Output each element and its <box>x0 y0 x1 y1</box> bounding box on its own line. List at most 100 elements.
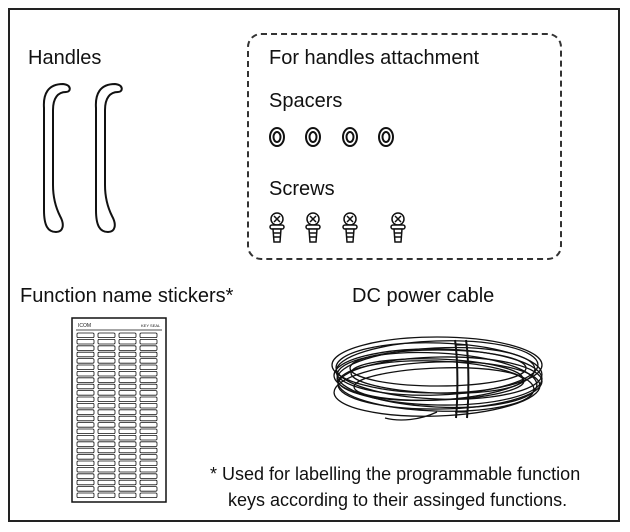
sticker-label-slot <box>139 466 158 473</box>
sticker-label-slot <box>139 409 158 415</box>
sticker-label-slot <box>97 447 116 454</box>
sticker-label-slot <box>118 338 137 345</box>
sticker-label-slot <box>76 383 95 390</box>
sticker-label-slot <box>76 454 95 460</box>
spacer-4 <box>378 127 394 147</box>
sticker-label-slot <box>118 486 137 492</box>
sticker-label-slot <box>76 351 95 358</box>
footnote-line-1: * Used for labelling the programmable fu… <box>210 464 581 484</box>
sticker-label-slot <box>97 338 116 345</box>
sticker-label-slot <box>118 460 137 466</box>
sticker-label-slot <box>139 415 158 422</box>
sticker-label-slot <box>139 428 158 434</box>
screw-2 <box>305 212 321 243</box>
sticker-label-slot <box>97 402 116 409</box>
sticker-label-slot <box>118 479 137 486</box>
spacer-1 <box>269 127 285 147</box>
sticker-label-slot <box>76 402 95 409</box>
handle-left <box>42 82 71 234</box>
sticker-label-slot <box>118 351 137 358</box>
sticker-label-slot <box>139 358 158 364</box>
sticker-label-slot <box>118 377 137 383</box>
sticker-label-slot <box>76 409 95 415</box>
sticker-label-slot <box>118 409 137 415</box>
sticker-label-slot <box>139 402 158 409</box>
sticker-label-slot <box>139 396 158 402</box>
sticker-label-slot <box>118 396 137 402</box>
sticker-label-slot <box>139 332 158 338</box>
sticker-label-slot <box>76 428 95 434</box>
sticker-label-slot <box>118 422 137 428</box>
sticker-label-slot <box>76 364 95 370</box>
sticker-label-slot <box>118 332 137 338</box>
spacer-2 <box>305 127 321 147</box>
sticker-sheet <box>71 317 167 503</box>
spacers-label: Spacers <box>269 90 343 112</box>
sticker-label-slot <box>139 345 158 351</box>
sticker-label-slot <box>76 447 95 454</box>
sticker-label-slot <box>139 351 158 358</box>
sticker-label-slot <box>76 460 95 466</box>
spacer-3 <box>342 127 358 147</box>
sticker-label-slot <box>97 390 116 396</box>
sticker-label-slot <box>97 332 116 338</box>
sticker-label-slot <box>139 454 158 460</box>
sticker-label-slot <box>97 454 116 460</box>
sticker-label-slot <box>118 383 137 390</box>
sticker-label-slot <box>76 492 95 498</box>
sticker-label-slot <box>139 338 158 345</box>
sticker-label-slot <box>97 364 116 370</box>
sticker-label-slot <box>139 447 158 454</box>
sticker-label-slot <box>97 434 116 441</box>
sticker-label-slot <box>139 441 158 447</box>
attachment-group-label: For handles attachment <box>269 47 480 69</box>
sticker-label-slot <box>97 396 116 402</box>
sticker-label-slot <box>139 383 158 390</box>
sticker-label-slot <box>139 486 158 492</box>
sticker-label-slot <box>76 396 95 402</box>
sticker-label-slot <box>139 473 158 479</box>
sticker-label-slot <box>76 466 95 473</box>
sticker-label-slot <box>76 486 95 492</box>
sticker-label-slot <box>97 466 116 473</box>
screws-label: Screws <box>269 178 335 200</box>
sticker-label-slot <box>139 364 158 370</box>
stickers-label: Function name stickers* <box>20 285 234 307</box>
sticker-label-slot <box>97 441 116 447</box>
sticker-label-slot <box>97 428 116 434</box>
sticker-label-slot <box>97 377 116 383</box>
handle-right <box>94 82 123 234</box>
dc-power-cable <box>331 336 543 421</box>
sticker-label-slot <box>118 358 137 364</box>
screw-4 <box>390 212 406 243</box>
sticker-label-slot <box>76 441 95 447</box>
sticker-brand: ICOM <box>78 323 91 329</box>
sticker-label-slot <box>76 390 95 396</box>
sticker-label-slot <box>118 415 137 422</box>
sticker-label-slot <box>97 473 116 479</box>
sticker-label-slot <box>118 447 137 454</box>
sticker-label-slot <box>139 422 158 428</box>
sticker-label-slot <box>139 434 158 441</box>
sticker-label-slot <box>97 345 116 351</box>
sticker-label-slot <box>118 441 137 447</box>
attachment-group-box <box>247 33 562 260</box>
sticker-label-slot <box>76 415 95 422</box>
footnote: * Used for labelling the programmable fu… <box>210 461 580 513</box>
sticker-label-slot <box>118 492 137 498</box>
sticker-label-slot <box>118 364 137 370</box>
sticker-label-slot <box>118 428 137 434</box>
sticker-label-slot <box>139 377 158 383</box>
sticker-label-slot <box>76 422 95 428</box>
dc-cable-label: DC power cable <box>352 285 495 307</box>
sticker-label-slot <box>76 345 95 351</box>
sticker-label-slot <box>139 479 158 486</box>
sticker-label-slot <box>97 370 116 377</box>
screw-1 <box>269 212 285 243</box>
sticker-label-slot <box>76 358 95 364</box>
footnote-line-2: keys according to their assinged functio… <box>228 490 568 510</box>
sticker-label-slot <box>118 434 137 441</box>
sticker-label-slot <box>76 338 95 345</box>
sticker-label-slot <box>139 390 158 396</box>
